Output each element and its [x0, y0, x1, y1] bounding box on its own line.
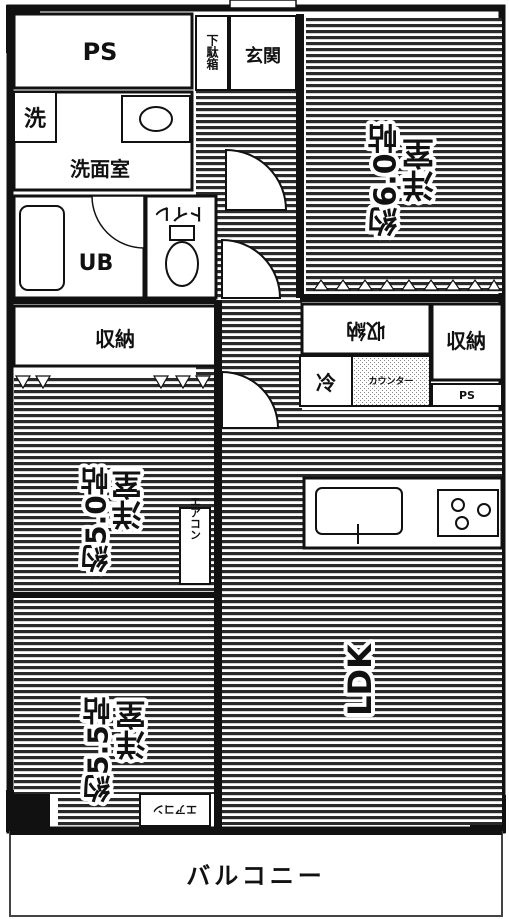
- floor-western-top: [306, 18, 502, 293]
- label-western-top-size: 約6.0帖: [368, 123, 404, 237]
- door-arc-ldk: [221, 370, 280, 429]
- label-aircon-mid: エアコン: [189, 496, 202, 540]
- sink-box: [121, 95, 191, 143]
- closet-doors-top: [312, 278, 502, 291]
- label-western-mid-size: 約5.0帖: [80, 467, 113, 574]
- label-washroom: 洗面室: [70, 157, 130, 181]
- label-ps-top: PS: [83, 38, 118, 66]
- balcony-box: [9, 831, 503, 917]
- label-entrance: 玄関: [245, 45, 281, 67]
- toilet-tank: [169, 225, 195, 241]
- label-storage-mid: 収納: [346, 319, 386, 343]
- aircon-mid-box: [179, 507, 211, 585]
- ps-small-box: [431, 383, 503, 407]
- label-fridge: 冷: [316, 371, 336, 395]
- label-western-bottom-size: 約5.5帖: [82, 697, 115, 804]
- label-shoe-box: 下駄箱: [205, 34, 219, 71]
- label-storage-left: 収納: [95, 327, 135, 351]
- label-toilet: トイレ: [155, 203, 206, 223]
- shoe-box: [195, 15, 229, 91]
- floor-ldk: [222, 410, 502, 825]
- label-western-mid: 洋室: [112, 470, 148, 530]
- counter-box: [351, 355, 431, 407]
- label-ldk: LDK: [341, 643, 379, 716]
- wall-over-storage: [12, 298, 216, 304]
- washer-box: [13, 91, 57, 143]
- closet-doors-mid: [14, 375, 212, 390]
- door-arc-hall-2: [221, 238, 282, 299]
- wall-entrance-right: [296, 14, 304, 298]
- label-aircon-bottom: エアコン: [153, 803, 197, 816]
- wall-center: [214, 300, 222, 830]
- label-western-top: 洋室: [401, 138, 439, 202]
- storage-mid-box: [300, 302, 432, 356]
- stove: [437, 489, 499, 537]
- ps-box: [12, 12, 194, 90]
- toilet-bowl: [165, 241, 199, 287]
- door-arc-ub: [91, 195, 145, 249]
- entrance-box: [229, 15, 297, 91]
- aircon-bottom-box: [139, 793, 211, 827]
- pillar-bottom-left: [6, 790, 50, 832]
- floor-western-bottom: [14, 598, 214, 794]
- storage-left-box: [12, 304, 218, 368]
- label-wash: 洗: [24, 107, 46, 132]
- door-arc-hall: [225, 148, 288, 211]
- burner-1: [451, 498, 465, 512]
- label-ps-small: PS: [459, 389, 475, 402]
- burner-2: [477, 503, 491, 517]
- sink-bowl: [139, 106, 173, 132]
- wall-under-western-top: [300, 294, 504, 302]
- label-balcony: バルコニー: [186, 862, 326, 890]
- label-ub: UB: [79, 251, 114, 276]
- entrance-door: [229, 0, 297, 9]
- bathtub: [19, 205, 65, 291]
- label-western-bottom: 洋室: [116, 700, 152, 760]
- label-counter: カウンター: [368, 375, 413, 387]
- storage-right-box: [430, 302, 504, 382]
- wall-between-bedrooms: [12, 592, 216, 598]
- label-storage-right: 収納: [446, 329, 486, 353]
- burner-3: [455, 516, 469, 530]
- fridge-box: [299, 355, 353, 407]
